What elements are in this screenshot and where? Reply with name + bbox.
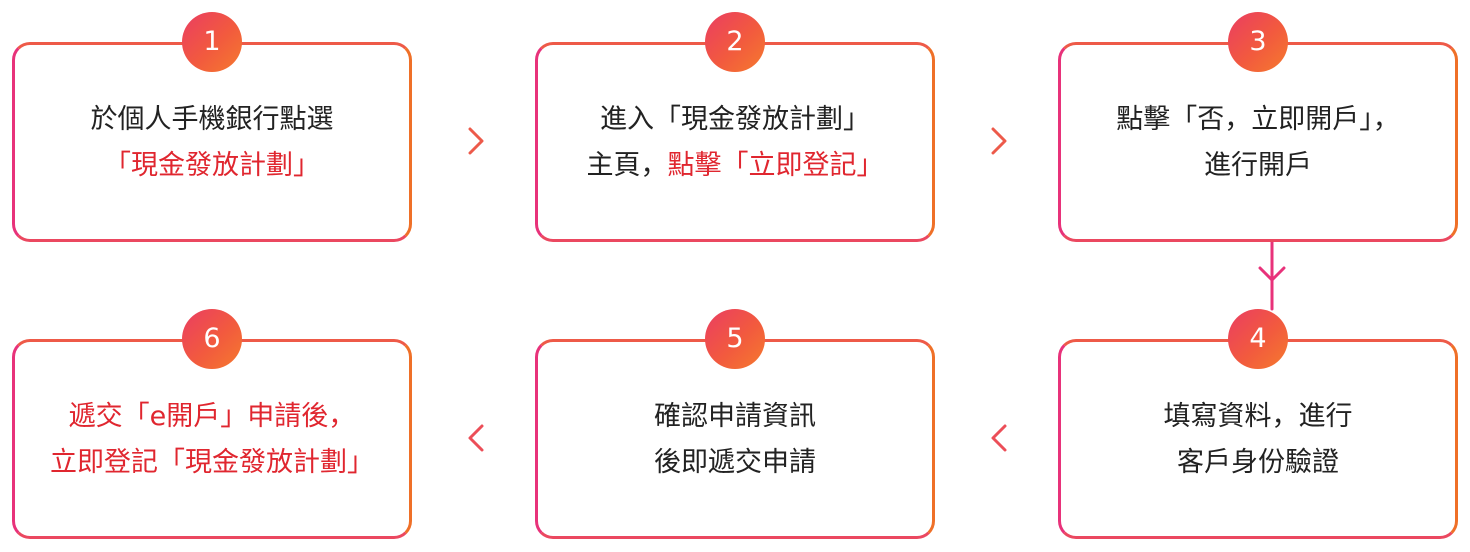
step-2-line-1: 進入「現金發放計劃」 xyxy=(538,97,932,143)
step-number-badge-3: 3 xyxy=(1228,12,1288,72)
step-6-line-2: 立即登記「現金發放計劃」 xyxy=(15,440,409,486)
step-box-6: 遞交「e開戶」申請後， 立即登記「現金發放計劃」 xyxy=(12,339,412,539)
step-text-2: 進入「現金發放計劃」主頁，點擊「立即登記」 xyxy=(538,97,932,189)
arrow-left-icon xyxy=(468,424,484,452)
step-4-line-1: 填寫資料，進行 xyxy=(1061,394,1455,440)
step-3-line-2-segment-1: 進行開戶 xyxy=(1204,150,1312,181)
step-1-line-1: 於個人手機銀行點選 xyxy=(15,97,409,143)
step-1-line-1-segment-1: 於個人手機銀行點選 xyxy=(90,104,334,135)
step-4-line-1-segment-1: 填寫資料，進行 xyxy=(1163,401,1353,432)
step-box-4: 填寫資料，進行客戶身份驗證 xyxy=(1058,339,1458,539)
arrow-right-icon xyxy=(468,127,484,155)
step-number-badge-6: 6 xyxy=(182,309,242,369)
step-text-1: 於個人手機銀行點選「現金發放計劃」 xyxy=(15,97,409,189)
step-3-line-1-segment-1: 點擊「否，立即開戶」， xyxy=(1116,104,1400,135)
step-3-line-1: 點擊「否，立即開戶」， xyxy=(1061,97,1455,143)
step-1-line-2-segment-1: 「現金發放計劃」 xyxy=(104,150,320,181)
step-box-5: 確認申請資訊後即遞交申請 xyxy=(535,339,935,539)
step-1-line-2: 「現金發放計劃」 xyxy=(15,143,409,189)
arrow-left-icon xyxy=(991,424,1007,452)
arrow-down-icon xyxy=(1258,266,1286,282)
step-number-badge-4: 4 xyxy=(1228,309,1288,369)
step-text-5: 確認申請資訊後即遞交申請 xyxy=(538,394,932,486)
step-5-line-2-segment-1: 後即遞交申請 xyxy=(654,447,816,478)
step-box-3: 點擊「否，立即開戶」， 進行開戶 xyxy=(1058,42,1458,242)
step-text-4: 填寫資料，進行客戶身份驗證 xyxy=(1061,394,1455,486)
step-2-line-2-segment-2: 點擊「立即登記」 xyxy=(667,150,884,181)
step-6-line-2-segment-1: 立即登記「現金發放計劃」 xyxy=(50,447,374,478)
step-number-badge-1: 1 xyxy=(182,12,242,72)
step-2-line-1-segment-1: 進入「現金發放計劃」 xyxy=(600,104,870,135)
step-2-line-2-segment-1: 主頁， xyxy=(586,150,668,181)
step-5-line-2: 後即遞交申請 xyxy=(538,440,932,486)
step-3-line-2: 進行開戶 xyxy=(1061,143,1455,189)
step-2-line-2: 主頁，點擊「立即登記」 xyxy=(538,143,932,189)
arrow-right-icon xyxy=(991,127,1007,155)
step-text-6: 遞交「e開戶」申請後， 立即登記「現金發放計劃」 xyxy=(15,394,409,486)
step-4-line-2: 客戶身份驗證 xyxy=(1061,440,1455,486)
step-5-line-1-segment-1: 確認申請資訊 xyxy=(654,401,816,432)
step-4-line-2-segment-1: 客戶身份驗證 xyxy=(1177,447,1339,478)
step-number-badge-5: 5 xyxy=(705,309,765,369)
step-text-3: 點擊「否，立即開戶」， 進行開戶 xyxy=(1061,97,1455,189)
step-5-line-1: 確認申請資訊 xyxy=(538,394,932,440)
step-6-line-1-segment-1: 遞交「e開戶」申請後， xyxy=(68,401,356,432)
step-number-badge-2: 2 xyxy=(705,12,765,72)
step-box-2: 進入「現金發放計劃」主頁，點擊「立即登記」 xyxy=(535,42,935,242)
step-box-1: 於個人手機銀行點選「現金發放計劃」 xyxy=(12,42,412,242)
step-6-line-1: 遞交「e開戶」申請後， xyxy=(15,394,409,440)
